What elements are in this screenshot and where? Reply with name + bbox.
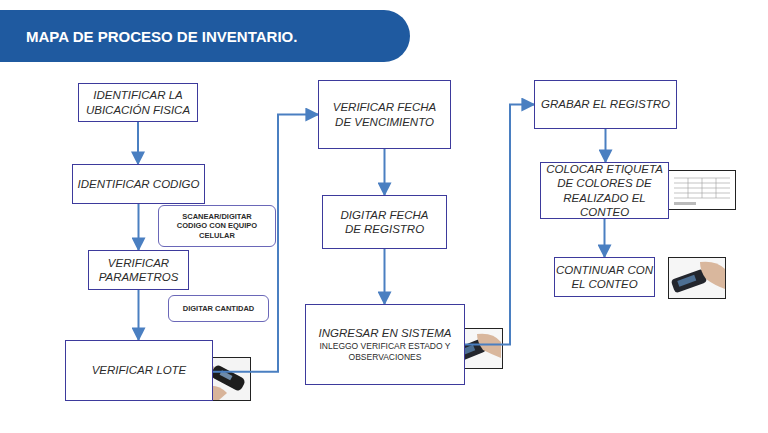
flow-arrow bbox=[465, 105, 534, 345]
node-text: COLOCAR ETIQUETA DE COLORES DE REALIZADO… bbox=[545, 162, 665, 220]
node-text: DIGITAR FECHA DE REGISTRO bbox=[332, 208, 437, 237]
flow-arrow bbox=[138, 290, 140, 340]
process-box: GRABAR EL REGISTRO bbox=[534, 80, 677, 129]
node-text: IDENTIFICAR LA UBICACIÓN FISICA bbox=[83, 88, 193, 117]
flow-arrow bbox=[384, 149, 386, 195]
node-text: IDENTIFICAR CODIGO bbox=[77, 177, 199, 191]
node-text: VERIFICAR LOTE bbox=[92, 363, 187, 377]
flow-arrow bbox=[384, 249, 386, 304]
node-text: SCANEAR/DIGITAR CODIGO CON EQUIPO CELULA… bbox=[167, 212, 267, 240]
process-box: VERIFICAR FECHA DE VENCIMIENTO bbox=[318, 80, 451, 149]
annotation-box: DIGITAR CANTIDAD bbox=[168, 295, 269, 322]
node-text: GRABAR EL REGISTRO bbox=[541, 97, 670, 111]
flow-arrow bbox=[138, 204, 140, 250]
diagram-title: MAPA DE PROCESO DE INVENTARIO. bbox=[0, 28, 297, 45]
process-box: COLOCAR ETIQUETA DE COLORES DE REALIZADO… bbox=[540, 162, 669, 219]
flow-arrow bbox=[604, 219, 606, 257]
node-text: CONTINUAR CON EL CONTEO bbox=[555, 263, 654, 292]
node-text: VERIFICAR PARAMETROS bbox=[89, 256, 188, 285]
annotation-box: SCANEAR/DIGITAR CODIGO CON EQUIPO CELULA… bbox=[158, 205, 276, 247]
process-box: IDENTIFICAR LA UBICACIÓN FISICA bbox=[78, 83, 198, 122]
process-box: CONTINUAR CON EL CONTEO bbox=[554, 257, 655, 297]
flow-arrow bbox=[605, 129, 607, 162]
title-banner: MAPA DE PROCESO DE INVENTARIO. bbox=[0, 10, 410, 62]
scanner-photo bbox=[668, 257, 726, 299]
process-box: VERIFICAR LOTE bbox=[65, 340, 213, 401]
node-subtext: INLEGGO VERIFICAR ESTADO Y OBSERVACIONES bbox=[306, 341, 464, 363]
node-text: VERIFICAR FECHA DE VENCIMIENTO bbox=[330, 100, 440, 129]
flow-arrow bbox=[137, 122, 139, 164]
process-box: INGRESAR EN SISTEMAINLEGGO VERIFICAR EST… bbox=[305, 304, 465, 385]
label-sheet-image bbox=[668, 170, 736, 210]
process-box: VERIFICAR PARAMETROS bbox=[88, 250, 189, 290]
node-text: INGRESAR EN SISTEMA bbox=[319, 326, 452, 340]
process-box: DIGITAR FECHA DE REGISTRO bbox=[322, 195, 447, 249]
node-text: DIGITAR CANTIDAD bbox=[183, 304, 255, 313]
process-box: IDENTIFICAR CODIGO bbox=[72, 164, 205, 204]
